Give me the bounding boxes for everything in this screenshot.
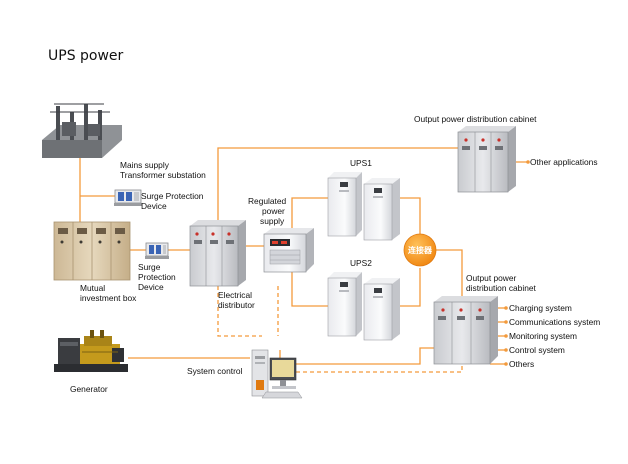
output-right-label-2: distribution cabinet [466, 283, 537, 293]
contactor-bubble: 连接器 [403, 233, 437, 267]
line-ups1-to-contactor [398, 197, 421, 234]
system-label-control: Control system [509, 345, 565, 355]
ups-tower-icon-ups2 [327, 272, 400, 341]
dashed-control-distributor [217, 286, 262, 337]
distribution-cabinet-icon-electrical [189, 220, 246, 287]
page-title: UPS power [48, 48, 124, 64]
surge-mid-label-1: Surge [138, 262, 161, 272]
distribution-cabinet-icon-output-top [457, 126, 516, 193]
system-label-monitoring: Monitoring system [509, 331, 577, 341]
system-label-others: Others [509, 359, 534, 369]
diesel-generator-icon [54, 330, 128, 372]
transformer-substation-icon [42, 103, 122, 158]
surge-protector-icon-top [114, 189, 142, 206]
ups-tower-icon-ups1 [327, 172, 400, 241]
system-label-charging: Charging system [509, 303, 572, 313]
regulated-label-2: power [262, 206, 285, 216]
system-control-label: System control [187, 366, 243, 376]
surge-mid-label-2: Protection [138, 272, 176, 282]
surge-top-label-2: Device [141, 201, 167, 211]
distribution-cabinet-icon-output-right [433, 296, 498, 365]
output-right-label-1: Output power [466, 273, 516, 283]
surge-mid-label-3: Device [138, 282, 164, 292]
line-contactor-to-output-right [436, 249, 463, 302]
mains-supply-label: Mains supply [120, 160, 170, 170]
output-top-label: Output power distribution cabinet [414, 114, 537, 124]
contactor-label: 连接器 [408, 245, 433, 255]
generator-label: Generator [70, 384, 108, 394]
surge-top-label-1: Surge Protection [141, 191, 204, 201]
electrical-label-1: Electrical [218, 290, 252, 300]
line-regulator-to-ups1 [291, 197, 328, 232]
ups1-label: UPS1 [350, 158, 372, 168]
transformer-substation-label: Transformer substation [120, 170, 206, 180]
mutual-label-1: Mutual [80, 283, 105, 293]
mutual-investment-box-icon [53, 221, 131, 281]
branch-dots [504, 160, 530, 366]
regulated-label-3: supply [260, 216, 285, 226]
mutual-label-2: investment box [80, 293, 137, 303]
computer-workstation-icon [251, 349, 303, 399]
line-distributor-to-output-top [217, 147, 458, 224]
line-control-to-output-right [279, 347, 434, 365]
system-label-communications: Communications system [509, 317, 600, 327]
electrical-label-2: distributor [218, 300, 255, 310]
other-applications-label: Other applications [530, 157, 598, 167]
regulated-label-1: Regulated [248, 196, 287, 206]
ups2-label: UPS2 [350, 258, 372, 268]
line-regulator-to-ups2 [291, 272, 328, 307]
line-ups2-to-contactor [398, 268, 421, 307]
surge-protector-icon-mid [145, 242, 169, 259]
voltage-regulator-icon [263, 228, 314, 273]
systems-list: Charging system Communications system Mo… [509, 303, 600, 369]
